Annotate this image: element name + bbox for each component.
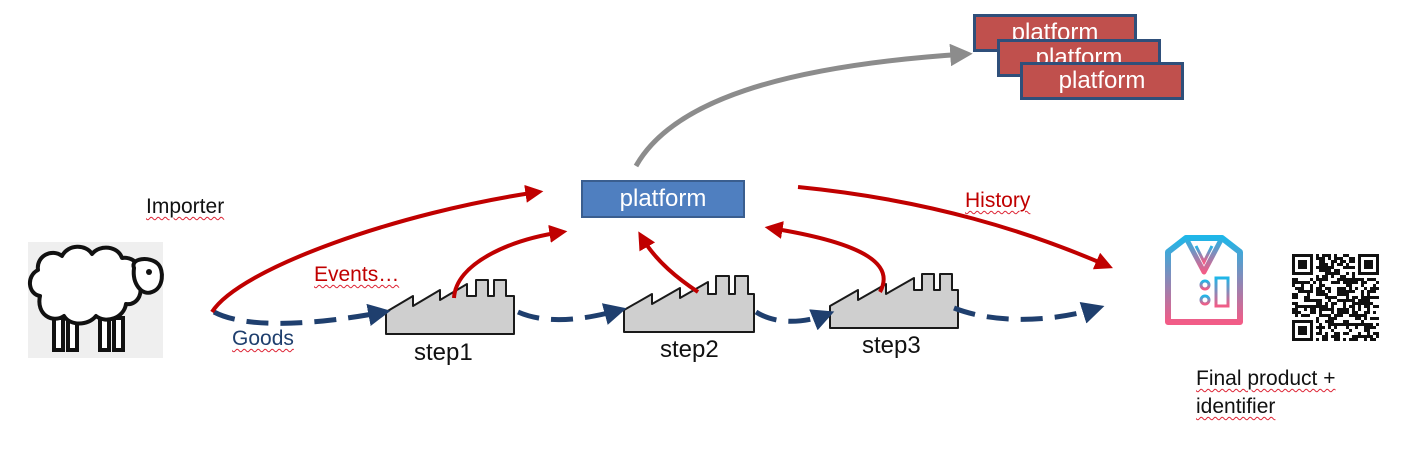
sheep-icon (28, 242, 164, 358)
platform-box: platform (581, 180, 745, 218)
goods-flow (212, 302, 1105, 331)
factory-step3 (829, 273, 959, 329)
qr-code-icon (1290, 252, 1382, 341)
shirt-icon (1165, 235, 1243, 325)
goods-label: Goods (232, 327, 294, 350)
final-product-label-line2: identifier (1196, 395, 1276, 418)
factory-step1 (385, 279, 515, 335)
events-label: Events… (314, 263, 400, 286)
platform-stack-box-3: platform (1020, 62, 1184, 100)
step3-label: step3 (862, 332, 921, 359)
step2-label: step2 (660, 336, 719, 363)
step1-label: step1 (414, 339, 473, 366)
factory-step2 (623, 275, 755, 333)
importer-label: Importer (146, 195, 225, 218)
final-product-label-line1: Final product + (1196, 367, 1336, 390)
export-arrow (633, 43, 973, 168)
history-label: History (965, 189, 1031, 212)
event-flow (210, 184, 1113, 314)
